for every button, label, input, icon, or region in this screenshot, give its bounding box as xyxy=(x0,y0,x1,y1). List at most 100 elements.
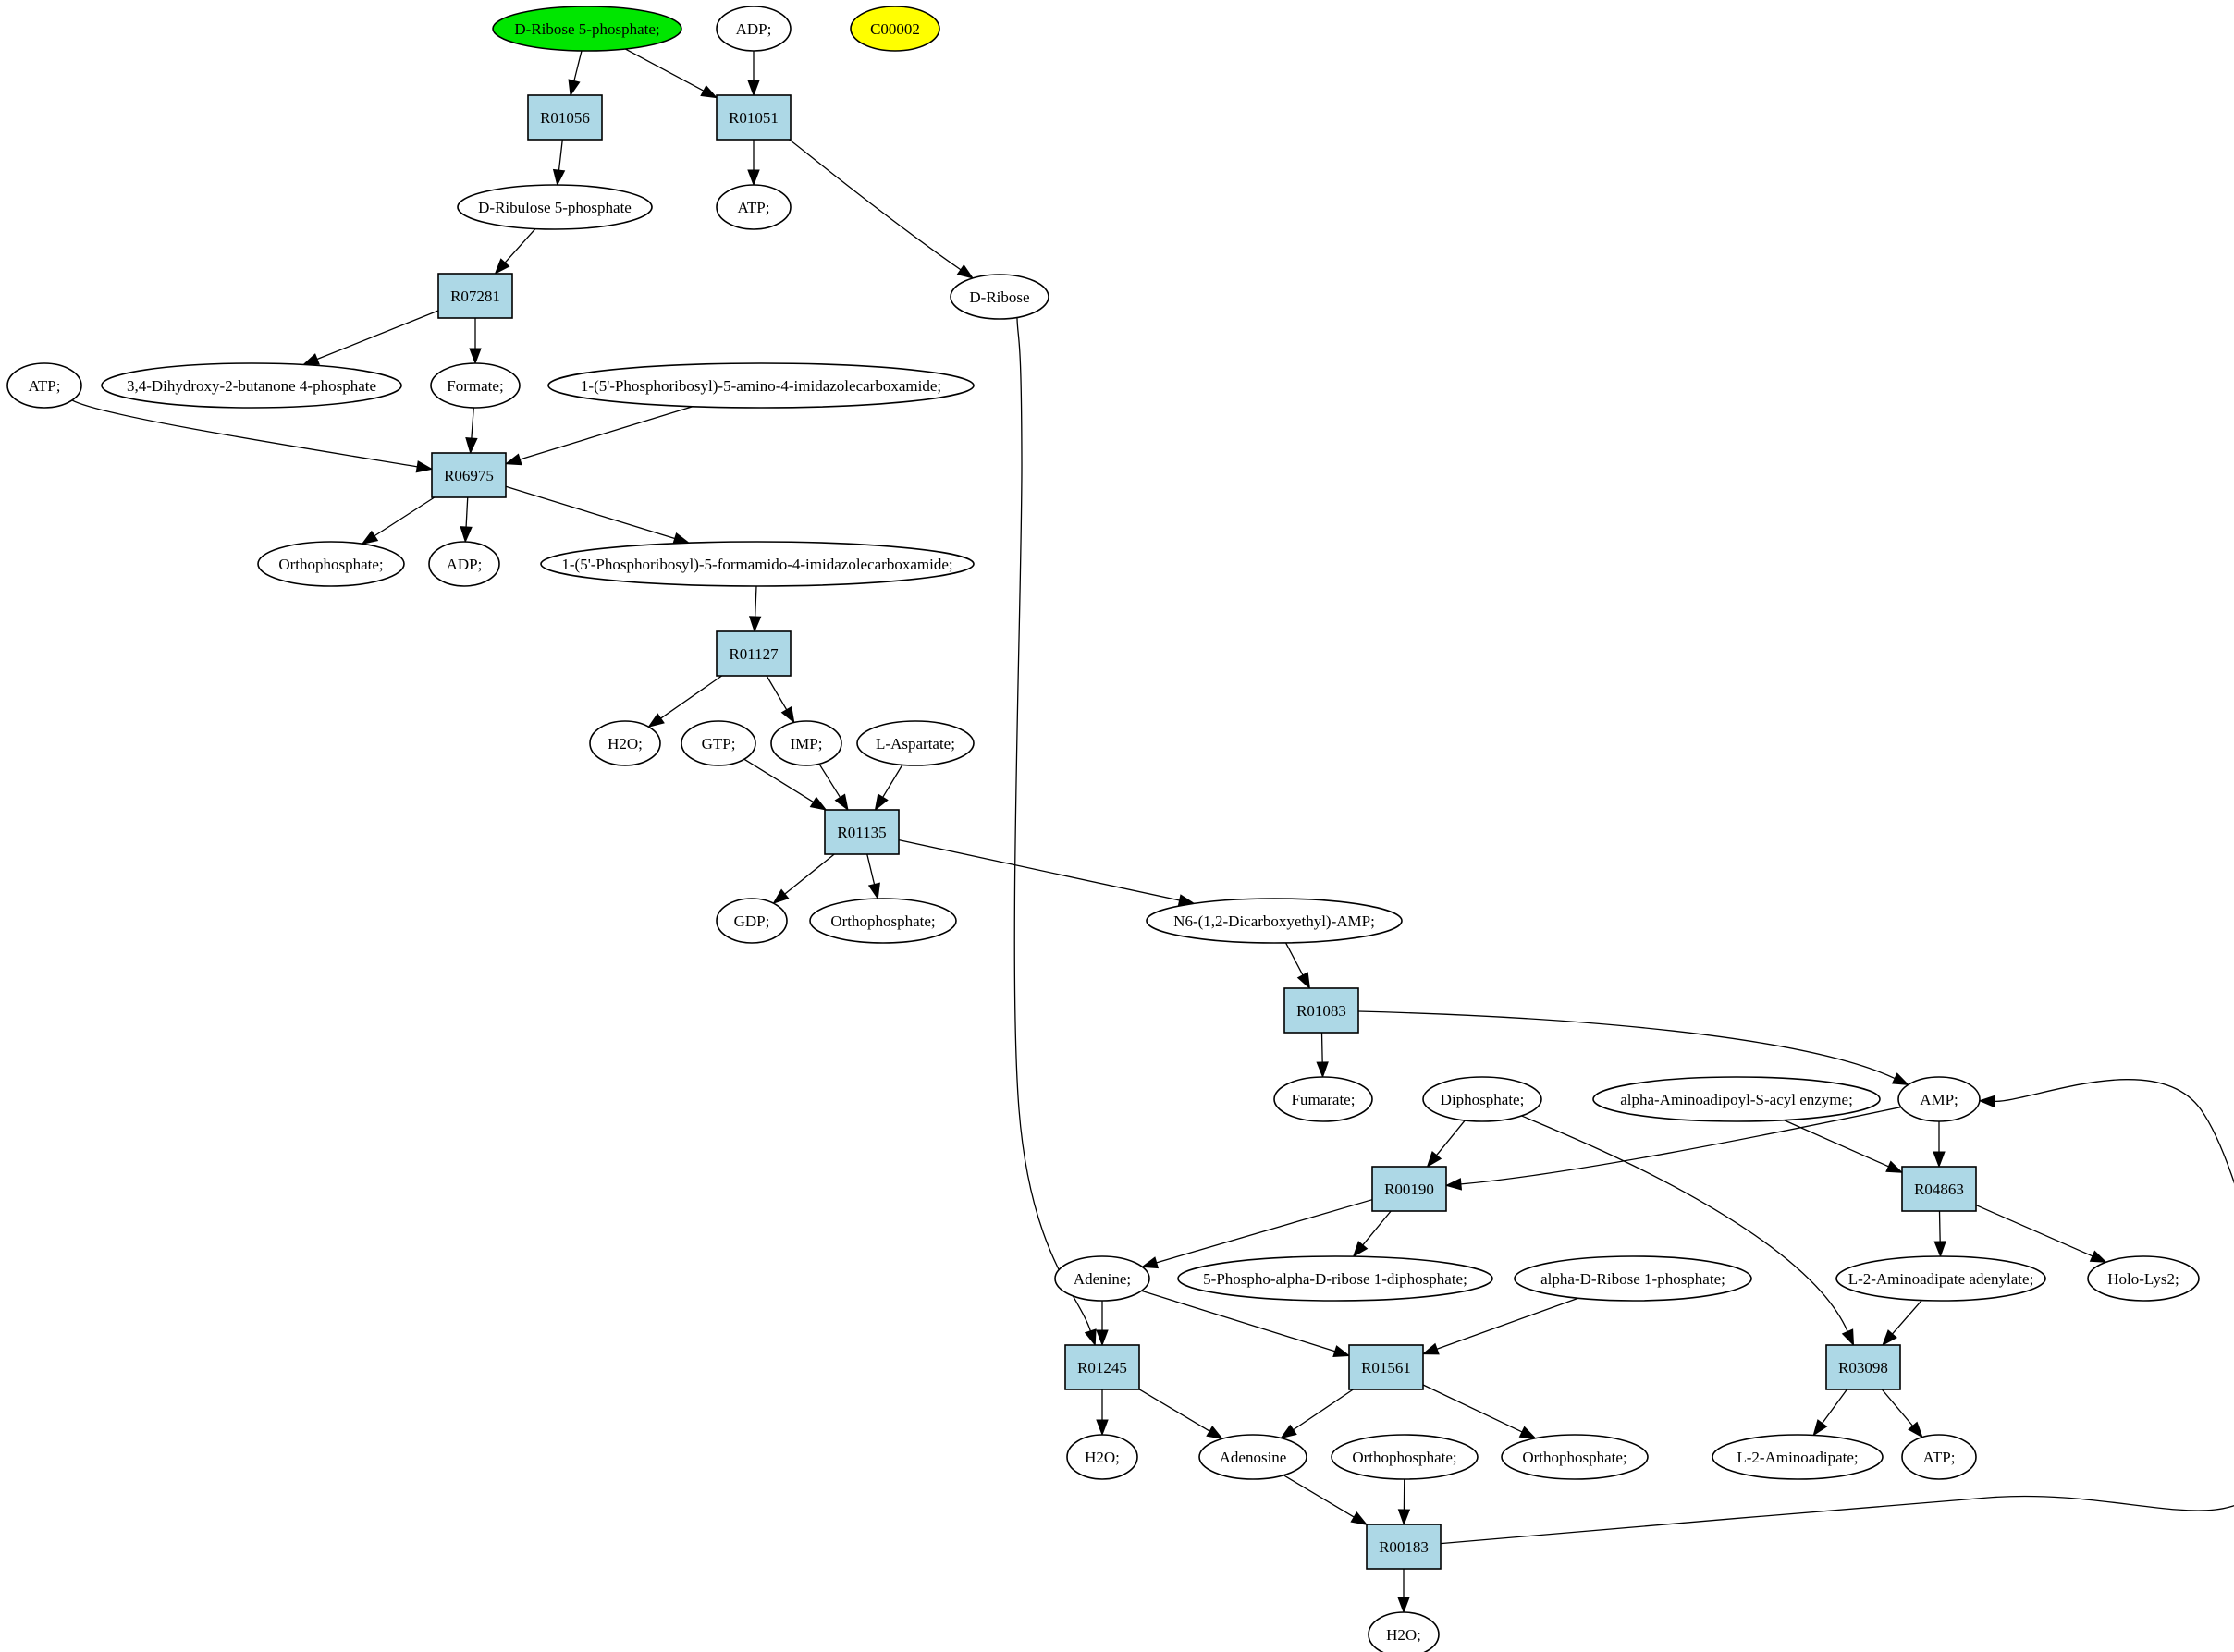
compound-node-atp_top[interactable]: ATP; xyxy=(716,184,792,230)
compound-node-l2aminoadipate[interactable]: L-2-Aminoadipate; xyxy=(1712,1434,1884,1480)
arrowhead-icon xyxy=(1908,1421,1923,1438)
edge-R01135-to-gdp xyxy=(772,853,835,904)
compound-node-aica[interactable]: 1-(5'-Phosphoribosyl)-5-amino-4-imidazol… xyxy=(547,362,975,409)
compound-shape xyxy=(257,541,405,587)
compound-label: N6-(1,2-Dicarboxyethyl)-AMP; xyxy=(1173,912,1375,930)
compound-node-ar1p[interactable]: alpha-D-Ribose 1-phosphate; xyxy=(1514,1255,1752,1302)
edge-line xyxy=(1284,942,1304,976)
arrowhead-icon xyxy=(494,258,510,275)
compound-node-dribose[interactable]: D-Ribose xyxy=(950,274,1049,320)
compound-node-h2o3[interactable]: H2O; xyxy=(1368,1611,1440,1652)
compound-node-faica[interactable]: 1-(5'-Phosphoribosyl)-5-formamido-4-imid… xyxy=(540,541,975,587)
arrowhead-icon xyxy=(1140,1256,1160,1269)
compound-label: Orthophosphate; xyxy=(1522,1449,1626,1466)
compound-node-atp_left[interactable]: ATP; xyxy=(6,362,82,409)
reaction-node-R01083[interactable]: R01083 xyxy=(1283,987,1359,1034)
compound-node-ortho1[interactable]: Orthophosphate; xyxy=(257,541,405,587)
compound-node-l2aadenylate[interactable]: L-2-Aminoadipate adenylate; xyxy=(1835,1255,2046,1302)
compound-node-gtp[interactable]: GTP; xyxy=(681,720,756,766)
compound-node-adenine[interactable]: Adenine; xyxy=(1054,1255,1150,1302)
edge-n6amp-to-R01083 xyxy=(1284,942,1311,990)
reaction-shape xyxy=(1064,1344,1140,1390)
arrowhead-icon xyxy=(1096,1329,1109,1347)
compound-node-adenosine[interactable]: Adenosine xyxy=(1198,1434,1307,1480)
reaction-label: R07281 xyxy=(450,288,500,305)
edge-R07281-to-formate xyxy=(469,318,482,365)
compound-node-ortho2[interactable]: Orthophosphate; xyxy=(809,898,957,944)
reaction-node-R07281[interactable]: R07281 xyxy=(437,273,513,319)
compound-node-laspartate[interactable]: L-Aspartate; xyxy=(856,720,975,766)
compound-node-formate[interactable]: Formate; xyxy=(430,362,521,409)
compound-label: L-2-Aminoadipate; xyxy=(1737,1449,1858,1466)
reaction-label: R03098 xyxy=(1838,1359,1888,1377)
compound-node-fumarate[interactable]: Fumarate; xyxy=(1273,1076,1373,1122)
compound-node-c00002[interactable]: C00002 xyxy=(850,6,940,52)
reaction-node-R01051[interactable]: R01051 xyxy=(716,94,792,141)
compound-node-imp[interactable]: IMP; xyxy=(770,720,842,766)
reaction-node-R00190[interactable]: R00190 xyxy=(1371,1166,1447,1212)
compound-node-dihydroxy[interactable]: 3,4-Dihydroxy-2-butanone 4-phosphate xyxy=(101,362,402,409)
edge-R01051-to-dribose xyxy=(789,139,975,279)
edge-R03098-to-atp_bottom xyxy=(1881,1389,1923,1438)
edge-R01561-to-ortho4 xyxy=(1422,1384,1537,1439)
compound-shape xyxy=(856,720,975,766)
arrowhead-icon xyxy=(834,793,849,812)
compound-node-prpp[interactable]: 5-Phospho-alpha-D-ribose 1-diphosphate; xyxy=(1177,1255,1493,1302)
edge-ar1p-to-R01561 xyxy=(1421,1297,1579,1355)
compound-label: H2O; xyxy=(1085,1449,1120,1466)
arrowhead-icon xyxy=(956,263,975,279)
reaction-node-R01056[interactable]: R01056 xyxy=(527,94,603,141)
compound-node-hololys2[interactable]: Holo-Lys2; xyxy=(2087,1255,2200,1302)
compound-node-atp_bottom[interactable]: ATP; xyxy=(1901,1434,1977,1480)
edge-line xyxy=(1362,1210,1392,1246)
compound-node-diphosphate[interactable]: Diphosphate; xyxy=(1422,1076,1542,1122)
compound-node-h2o1[interactable]: H2O; xyxy=(589,720,661,766)
compound-shape xyxy=(850,6,940,52)
edge-line xyxy=(624,48,705,92)
reaction-node-R00183[interactable]: R00183 xyxy=(1366,1524,1442,1570)
arrowhead-icon xyxy=(1397,1597,1410,1614)
reaction-node-R06975[interactable]: R06975 xyxy=(431,452,507,498)
compound-node-ortho4[interactable]: Orthophosphate; xyxy=(1501,1434,1649,1480)
edge-line xyxy=(1521,1115,1848,1332)
compound-node-ribose5p[interactable]: D-Ribose 5-phosphate; xyxy=(492,6,682,52)
edge-line xyxy=(1138,1389,1210,1432)
reaction-node-R01135[interactable]: R01135 xyxy=(824,809,900,855)
compound-node-adp_top[interactable]: ADP; xyxy=(716,6,792,52)
compound-shape xyxy=(428,541,500,587)
compound-shape xyxy=(1501,1434,1649,1480)
edge-gtp-to-R01135 xyxy=(743,758,828,811)
compound-shape xyxy=(1835,1255,2046,1302)
compound-node-amp[interactable]: AMP; xyxy=(1897,1076,1981,1122)
compound-shape xyxy=(101,362,402,409)
arrowhead-icon xyxy=(780,705,795,724)
reaction-node-R03098[interactable]: R03098 xyxy=(1825,1344,1901,1390)
reaction-node-R04863[interactable]: R04863 xyxy=(1901,1166,1977,1212)
compound-node-alphaamino[interactable]: alpha-Aminoadipoyl-S-acyl enzyme; xyxy=(1592,1076,1881,1122)
reaction-label: R01083 xyxy=(1296,1002,1346,1020)
compound-shape xyxy=(1897,1076,1981,1122)
edges-layer xyxy=(71,48,2234,1614)
compound-node-adp2[interactable]: ADP; xyxy=(428,541,500,587)
edge-aica-to-R06975 xyxy=(504,406,694,466)
arrowhead-icon xyxy=(1933,1241,1946,1258)
compound-node-h2o2[interactable]: H2O; xyxy=(1066,1434,1138,1480)
edge-R00190-to-adenine xyxy=(1140,1199,1373,1269)
compound-label: Adenine; xyxy=(1074,1270,1131,1288)
compound-label: 5-Phospho-alpha-D-ribose 1-diphosphate; xyxy=(1203,1270,1467,1288)
compound-node-gdp[interactable]: GDP; xyxy=(716,898,788,944)
edge-R01127-to-h2o1 xyxy=(647,675,722,728)
edge-R01083-to-amp xyxy=(1357,1010,1909,1085)
arrowhead-icon xyxy=(1978,1095,1995,1108)
compound-node-ortho3[interactable]: Orthophosphate; xyxy=(1331,1434,1479,1480)
compound-label: D-Ribulose 5-phosphate xyxy=(478,199,632,216)
compound-node-ribulose5p[interactable]: D-Ribulose 5-phosphate xyxy=(457,184,653,230)
reaction-node-R01245[interactable]: R01245 xyxy=(1064,1344,1140,1390)
arrowhead-icon xyxy=(1350,1511,1369,1525)
reaction-node-R01127[interactable]: R01127 xyxy=(716,630,792,677)
compound-node-n6amp[interactable]: N6-(1,2-Dicarboxyethyl)-AMP; xyxy=(1146,898,1403,944)
reaction-node-R01561[interactable]: R01561 xyxy=(1348,1344,1424,1390)
reaction-label: R01135 xyxy=(837,824,886,841)
arrowhead-icon xyxy=(747,80,760,97)
compound-label: Adenosine xyxy=(1220,1449,1287,1466)
